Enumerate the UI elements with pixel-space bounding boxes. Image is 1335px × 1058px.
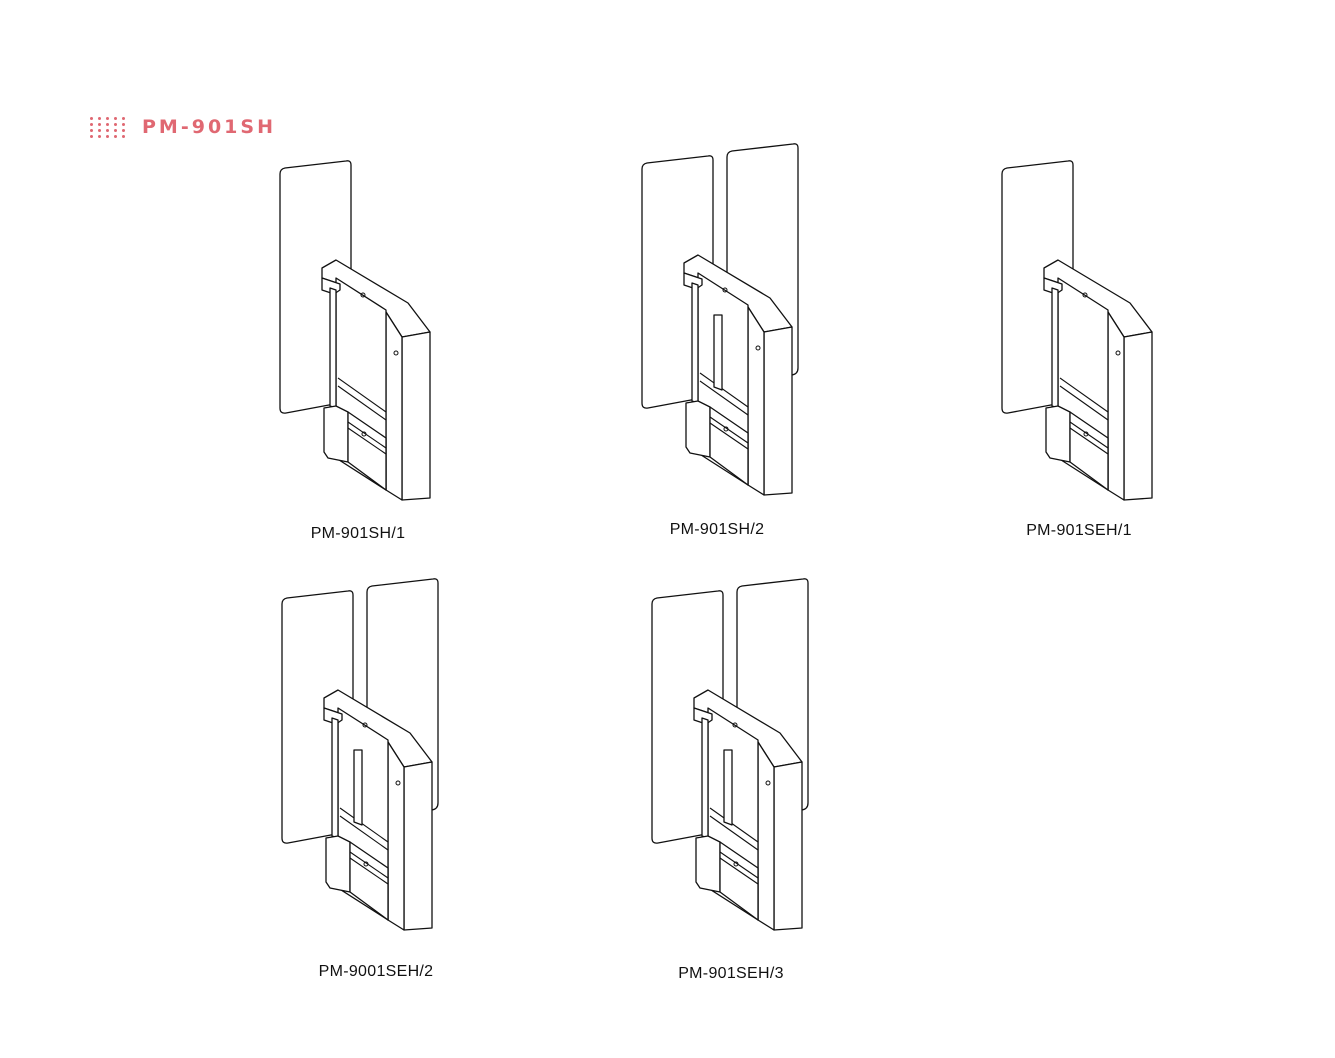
edge-line [719, 857, 759, 885]
section-title: PM-901SH [90, 116, 276, 138]
dot-grid-icon [90, 116, 126, 138]
edge-line [1069, 427, 1109, 455]
base-front [1069, 411, 1109, 491]
base-front [709, 406, 749, 486]
screw-icon [732, 722, 738, 728]
screw-icon [722, 287, 728, 293]
base-block [685, 400, 711, 458]
inner-post [713, 314, 723, 391]
edge-line [719, 851, 759, 879]
gate-post [1051, 287, 1059, 409]
screw-icon [755, 345, 761, 351]
screw-icon [723, 426, 729, 432]
screw-icon [1082, 292, 1088, 298]
inner-post [723, 749, 733, 826]
base-front [347, 411, 387, 491]
edge-line [339, 815, 389, 851]
cabinet-bevel [747, 306, 765, 496]
edge-line [699, 380, 749, 416]
edge-line [347, 427, 387, 455]
edge-line [1059, 385, 1109, 421]
cabinet-bevel [1107, 311, 1125, 501]
base-block [1045, 405, 1071, 463]
turnstile-drawing [281, 578, 439, 931]
turnstile-drawing [1001, 160, 1153, 501]
product-label: PM-901SH/1 [310, 525, 406, 542]
edge-line [1069, 421, 1109, 449]
screw-icon [1115, 350, 1121, 356]
base-block [323, 405, 349, 463]
gate-post [701, 717, 709, 839]
edge-line [349, 851, 389, 879]
screw-icon [395, 780, 401, 786]
edge-line [709, 422, 749, 450]
edge-line [709, 815, 759, 851]
cabinet-front [403, 761, 433, 931]
cabinet-front [1123, 331, 1153, 501]
screw-icon [393, 350, 399, 356]
edge-line [337, 377, 387, 413]
product-label: PM-901SH/2 [669, 521, 765, 538]
screw-icon [362, 722, 368, 728]
screw-icon [1083, 431, 1089, 437]
base-front [349, 841, 389, 921]
turnstile-drawing [651, 578, 809, 931]
cabinet-front [773, 761, 803, 931]
gate-post [691, 282, 699, 404]
edge-line [337, 385, 387, 421]
turnstile-drawing [279, 160, 431, 501]
base-block [325, 835, 351, 893]
screw-icon [765, 780, 771, 786]
edge-line [347, 421, 387, 449]
edge-line [339, 807, 389, 843]
screw-icon [363, 861, 369, 867]
gate-post [329, 287, 337, 409]
product-label: PM-9001SEH/2 [318, 963, 434, 980]
cabinet-bevel [757, 741, 775, 931]
inner-post [353, 749, 363, 826]
edge-line [709, 416, 749, 444]
cabinet-front [401, 331, 431, 501]
edge-line [1059, 377, 1109, 413]
edge-line [699, 372, 749, 408]
screw-icon [733, 861, 739, 867]
gate-post [331, 717, 339, 839]
cabinet-bevel [385, 311, 403, 501]
turnstile-drawing [641, 143, 799, 496]
cabinet-bevel [387, 741, 405, 931]
edge-line [349, 857, 389, 885]
screw-icon [360, 292, 366, 298]
screw-icon [361, 431, 367, 437]
base-front [719, 841, 759, 921]
base-block [695, 835, 721, 893]
product-label: PM-901SEH/3 [678, 965, 784, 982]
section-title-text: PM-901SH [142, 116, 276, 138]
product-label: PM-901SEH/1 [1026, 522, 1132, 539]
edge-line [709, 807, 759, 843]
cabinet-front [763, 326, 793, 496]
